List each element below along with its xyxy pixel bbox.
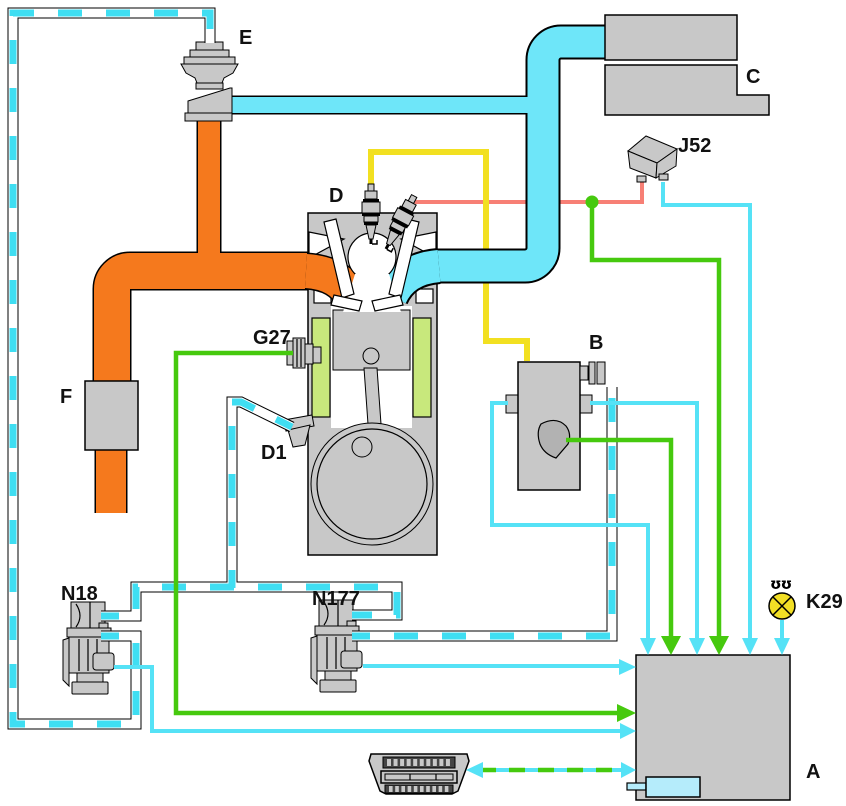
label-e: E bbox=[239, 27, 253, 49]
label-d1: D1 bbox=[261, 442, 287, 464]
cylinder-liner-right bbox=[412, 317, 432, 418]
label-a: A bbox=[806, 761, 821, 783]
ignition-wire-yellow bbox=[368, 149, 530, 361]
label-d: D bbox=[329, 185, 344, 207]
crankshaft-outer bbox=[310, 422, 434, 546]
label-n177: N177 bbox=[312, 588, 360, 610]
wires bbox=[114, 182, 784, 773]
crank-pin bbox=[351, 436, 373, 458]
throttle-valve-e bbox=[180, 41, 239, 122]
exhaust-symbol-icon: ʊʊ bbox=[770, 575, 792, 593]
rotor bbox=[537, 419, 571, 459]
intake-valve bbox=[323, 218, 355, 299]
vacuum-hose-dashes bbox=[9, 9, 616, 728]
filter-f bbox=[84, 380, 139, 451]
label-g27: G27 bbox=[253, 327, 291, 349]
cylinder-liner-left bbox=[311, 317, 331, 418]
signal-arrows bbox=[466, 636, 790, 778]
intake-pipe-orange bbox=[94, 117, 320, 513]
label-n18: N18 bbox=[61, 583, 98, 605]
control-unit-a bbox=[626, 654, 791, 801]
ecu-connector bbox=[645, 776, 701, 798]
label-c: C bbox=[746, 66, 761, 88]
label-f: F bbox=[60, 386, 73, 408]
exhaust-pipe-cyan bbox=[231, 26, 608, 282]
wire-junction-dot bbox=[585, 195, 599, 209]
lamp-k29: ʊʊ bbox=[768, 575, 796, 620]
label-b: B bbox=[589, 332, 604, 354]
air-box-c bbox=[604, 14, 770, 116]
relay-j52 bbox=[627, 135, 679, 183]
label-k29: K29 bbox=[806, 591, 843, 613]
distributor-b bbox=[505, 361, 606, 491]
label-j52: J52 bbox=[678, 135, 712, 157]
obd-connector bbox=[368, 753, 470, 795]
engine-block bbox=[283, 183, 442, 556]
piston-pin bbox=[362, 347, 380, 365]
